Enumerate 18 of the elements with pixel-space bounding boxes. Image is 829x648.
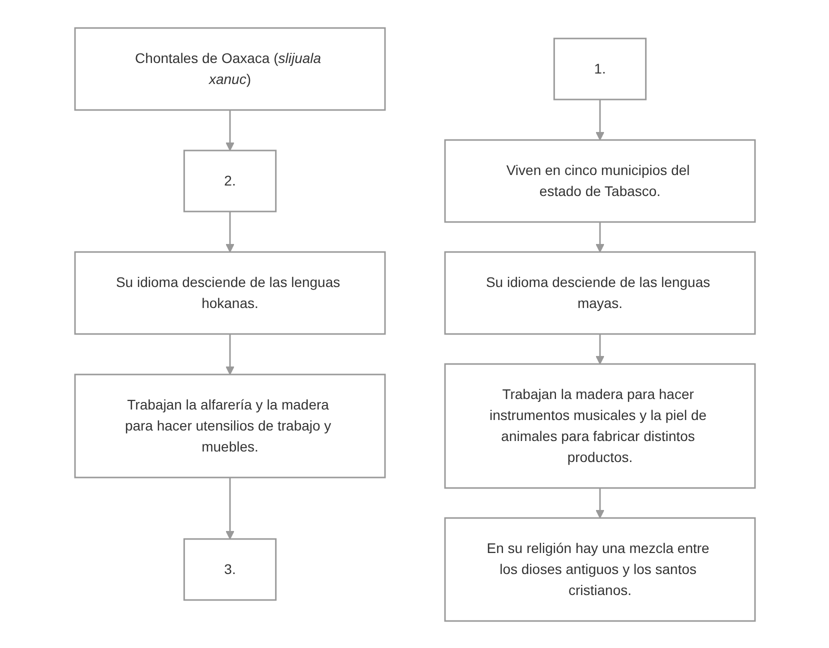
node-box: En su religión hay una mezcla entre los dioses antiguos y los santos cristianos. xyxy=(444,516,756,622)
arrow xyxy=(225,211,234,252)
node-box: Viven en cinco municipios del estado de Tabasco. xyxy=(444,138,756,222)
node-box: Su idioma desciende de las lenguas hokanas. xyxy=(74,250,386,334)
arrow xyxy=(595,334,604,364)
node-box: Chontales de Oaxaca (slijuala xanuc) xyxy=(74,26,386,110)
node-box: 3. xyxy=(182,538,276,600)
arrow xyxy=(595,99,604,140)
node-box: Trabajan la alfarería y la madera para hacer utensilios de trabajo y muebles. xyxy=(74,373,386,478)
arrow xyxy=(595,222,604,252)
node-box: 2. xyxy=(182,149,276,212)
arrow xyxy=(225,334,234,374)
arrow xyxy=(225,477,234,539)
node-box: 1. xyxy=(552,37,646,100)
arrow xyxy=(595,488,604,518)
node-box: Trabajan la madera para hacer instrumentos musicales y la piel de animales para fabricar distintos productos. xyxy=(444,362,756,488)
node-box: Su idioma desciende de las lenguas mayas. xyxy=(444,250,756,334)
arrow xyxy=(225,110,234,150)
